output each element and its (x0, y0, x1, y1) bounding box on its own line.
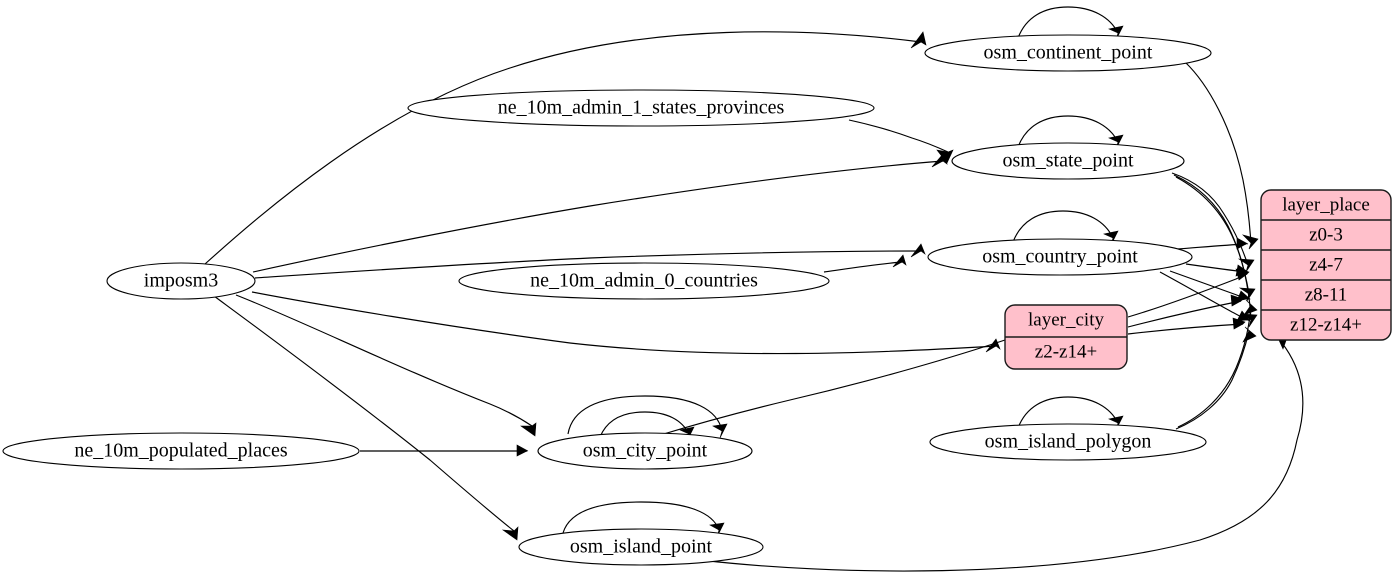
node-osm-state-point[interactable]: osm_state_point (951, 142, 1185, 180)
edge-imposm3-to-osm-country-point (254, 243, 926, 279)
record-layer-place-row-z12-z14: z12-z14+ (1290, 314, 1362, 335)
record-layer-city-title: layer_city (1028, 309, 1104, 330)
node-ne-states-label: ne_10m_admin_1_states_provinces (498, 97, 785, 119)
edge-layer-city-to-osm-city-point (652, 339, 1006, 445)
edge-imposm3-to-osm-state-point (252, 153, 948, 273)
node-ne-10m-populated-places[interactable]: ne_10m_populated_places (2, 432, 360, 470)
node-osm-country-point-label: osm_country_point (982, 246, 1138, 268)
edge-imposm3-to-layer-city (251, 291, 1001, 355)
edge-imposm3-to-osm-continent-point (204, 31, 927, 265)
edge-imposm3-to-osm-island-point (213, 295, 519, 541)
node-ne-populated-label: ne_10m_populated_places (74, 440, 287, 462)
record-layer-place-row-z8-11: z8-11 (1305, 284, 1348, 305)
edge-ne-states-to-osm-state-point (848, 119, 954, 164)
node-osm-country-point[interactable]: osm_country_point (927, 238, 1193, 276)
node-osm-state-point-label: osm_state_point (1002, 150, 1134, 172)
node-ne-countries-label: ne_10m_admin_0_countries (530, 270, 758, 292)
node-osm-city-point[interactable]: osm_city_point (537, 432, 753, 470)
node-osm-continent-point[interactable]: osm_continent_point (924, 34, 1212, 72)
node-layer: imposm3 ne_10m_admin_1_states_provinces … (2, 34, 1212, 566)
record-layer-place-title: layer_place (1282, 194, 1370, 215)
node-imposm3[interactable]: imposm3 (106, 262, 256, 300)
edge-layer-city-to-layer-place-z4-7 (1127, 268, 1250, 318)
edge-layer-city-to-layer-place-z12-z14 (1127, 317, 1246, 335)
edge-osm-state-point-to-layer-place-z8-11 (1173, 174, 1256, 302)
node-osm-island-polygon[interactable]: osm_island_polygon (929, 423, 1207, 461)
record-node-layer-place[interactable]: layer_place z0-3 z4-7 z8-11 z12-z14+ (1260, 189, 1392, 341)
record-layer-place-row-z0-3: z0-3 (1309, 224, 1343, 245)
edge-layer-city-to-layer-place-z8-11 (1127, 294, 1244, 328)
edge-imposm3-to-osm-city-point (235, 294, 537, 437)
node-ne-10m-admin-1-states-provinces[interactable]: ne_10m_admin_1_states_provinces (407, 89, 875, 127)
edge-osm-continent-point-to-layer-place-z0-3 (1184, 61, 1259, 250)
record-layer-city-row-z2-z14: z2-z14+ (1035, 341, 1097, 362)
edge-osm-country-point-to-layer-place-z0-3 (1177, 237, 1249, 250)
self-loop-osm-city-point-outer (567, 395, 728, 439)
node-osm-continent-point-label: osm_continent_point (984, 42, 1153, 64)
record-layer-place-row-z4-7: z4-7 (1309, 254, 1343, 275)
node-imposm3-label: imposm3 (144, 270, 218, 292)
node-osm-island-point-label: osm_island_point (570, 536, 713, 558)
record-node-layer-city[interactable]: layer_city z2-z14+ (1004, 304, 1128, 370)
node-osm-city-point-label: osm_city_point (583, 440, 708, 462)
edge-ne-countries-to-osm-country-point (823, 254, 907, 273)
node-osm-island-point[interactable]: osm_island_point (518, 528, 764, 566)
node-osm-island-polygon-label: osm_island_polygon (985, 431, 1152, 453)
node-ne-10m-admin-0-countries[interactable]: ne_10m_admin_0_countries (458, 262, 830, 300)
edge-ne-populated-to-osm-city-point (360, 444, 529, 457)
edge-osm-island-polygon-to-layer-place-z8-11 (1177, 299, 1258, 428)
edge-osm-island-polygon-to-layer-place-z12-z14 (1175, 326, 1257, 430)
record-node-layer: layer_place z0-3 z4-7 z8-11 z12-z14+ lay… (1004, 189, 1392, 370)
